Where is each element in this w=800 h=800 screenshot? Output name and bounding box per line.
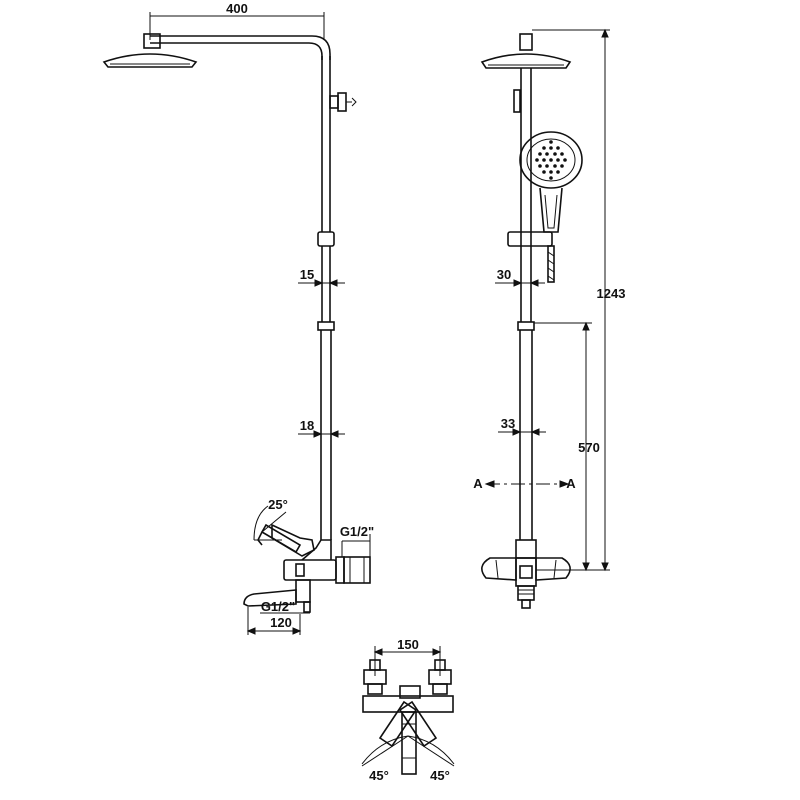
dimension-lever-angle: 25° bbox=[253, 497, 288, 541]
section-label-right: A bbox=[566, 476, 576, 491]
front-view: 30 33 A A bbox=[473, 28, 626, 609]
dimension-label-1243: 1243 bbox=[597, 286, 626, 301]
riser-pipe-front bbox=[513, 68, 535, 540]
hand-shower-nozzles bbox=[535, 140, 567, 180]
mixer-top-view: 150 45° 45° bbox=[361, 637, 455, 783]
hand-shower-hose bbox=[547, 245, 555, 283]
wall-bracket bbox=[329, 92, 357, 112]
dimension-label-150: 150 bbox=[397, 637, 419, 652]
mixer-outlet bbox=[399, 685, 421, 699]
dimension-spout-thread: G1/2" bbox=[260, 599, 310, 614]
shower-arm bbox=[150, 35, 331, 60]
dimension-label-570: 570 bbox=[578, 440, 600, 455]
overhead-shower-head bbox=[102, 33, 198, 68]
section-label-left: A bbox=[473, 476, 483, 491]
dimension-label-30: 30 bbox=[497, 267, 511, 282]
dimension-label-120: 120 bbox=[270, 615, 292, 630]
dimension-inlet-spacing: 150 bbox=[373, 637, 442, 676]
riser-pipe bbox=[320, 56, 332, 540]
hand-shower-holder bbox=[507, 231, 553, 247]
side-view: 400 bbox=[102, 1, 374, 635]
dimension-label-400: 400 bbox=[226, 1, 248, 16]
riser-slider bbox=[317, 231, 335, 247]
dimension-label-spout-g12: G1/2" bbox=[261, 599, 295, 614]
dimension-spout-length: 120 bbox=[246, 607, 302, 635]
dimension-tube-30: 30 bbox=[495, 267, 545, 287]
dimension-label-18: 18 bbox=[300, 418, 314, 433]
dimension-tube-33: 33 bbox=[498, 416, 546, 436]
dimension-handle-angles: 45° 45° bbox=[361, 735, 455, 783]
dimension-label-25deg: 25° bbox=[268, 497, 288, 512]
hand-shower bbox=[519, 131, 583, 233]
dimension-label-33: 33 bbox=[501, 416, 515, 431]
inlet-connector-left bbox=[363, 659, 387, 695]
dimension-mixer-height: 570 bbox=[534, 321, 600, 572]
dimension-label-inlet-g12: G1/2" bbox=[340, 524, 374, 539]
dimension-tube-18: 18 bbox=[298, 418, 345, 438]
dimension-label-45deg-right: 45° bbox=[430, 768, 450, 783]
mixer-front-view bbox=[481, 539, 571, 609]
inlet-connector-right bbox=[428, 659, 452, 695]
overhead-shower-front bbox=[480, 33, 572, 69]
mixer-side-view bbox=[243, 523, 371, 613]
dimension-label-45deg-left: 45° bbox=[369, 768, 389, 783]
dimension-tube-15: 15 bbox=[298, 267, 345, 287]
section-line-a-a: A A bbox=[473, 476, 576, 491]
riser-joint bbox=[317, 321, 335, 331]
dimension-label-15: 15 bbox=[300, 267, 314, 282]
dimension-total-height: 1243 bbox=[532, 28, 626, 572]
spout-top bbox=[401, 711, 417, 775]
dimension-inlet-thread: G1/2" bbox=[340, 524, 374, 557]
dimension-arm-length: 400 bbox=[149, 1, 325, 40]
